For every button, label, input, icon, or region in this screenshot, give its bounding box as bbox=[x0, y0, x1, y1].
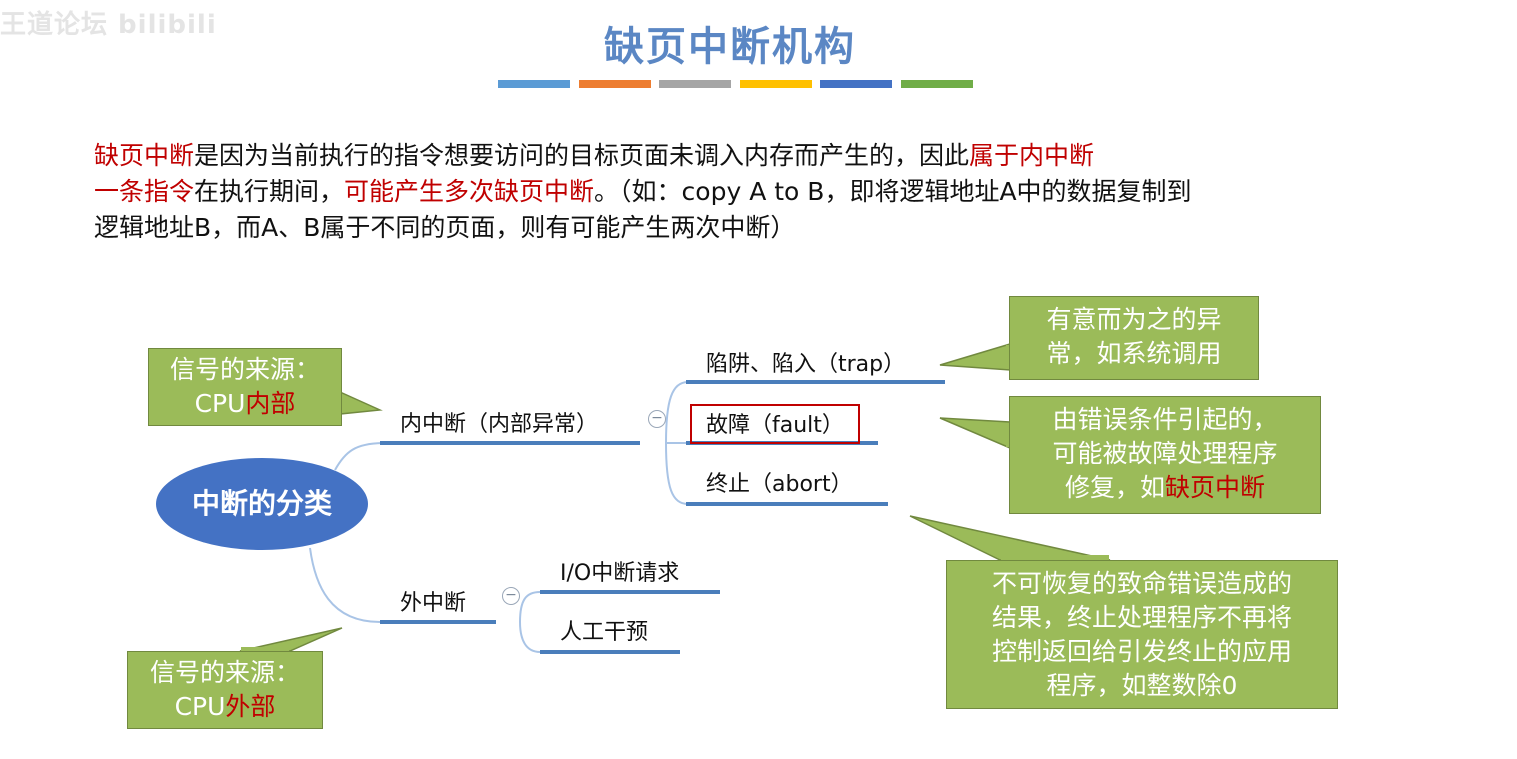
internal-interrupt-node[interactable]: 内中断（内部异常） bbox=[400, 412, 599, 437]
collapse-external-icon[interactable]: − bbox=[502, 587, 520, 605]
title-color-bar bbox=[578, 80, 651, 88]
paragraph-line-1: 缺页中断是因为当前执行的指令想要访问的目标页面未调入内存而产生的，因此属于内中断 bbox=[94, 138, 1444, 174]
paragraph-line-3: 逻辑地址B，而A、B属于不同的页面，则有可能产生两次中断） bbox=[94, 210, 1444, 246]
paragraph-run: 一条指令 bbox=[94, 177, 195, 206]
title-color-bar bbox=[498, 80, 570, 88]
paragraph-run: 。（如：copy A to B，即将逻辑地址A中的数据复制到 bbox=[594, 177, 1192, 206]
paragraph-run: 属于内中断 bbox=[969, 141, 1095, 170]
root-node[interactable]: 中断的分类 bbox=[156, 458, 368, 550]
collapse-internal-icon[interactable]: − bbox=[648, 410, 666, 428]
fault-node[interactable]: 故障（fault） bbox=[690, 404, 860, 444]
paragraph-run: 逻辑地址B，而A、B属于不同的页面，则有可能产生两次中断） bbox=[94, 213, 796, 242]
abort-callout: 不可恢复的致命错误造成的 结果，终止处理程序不再将 控制返回给引发终止的应用 程… bbox=[946, 560, 1338, 709]
io-interrupt-node[interactable]: I/O中断请求 bbox=[560, 561, 680, 586]
paragraph-run: 是因为当前执行的指令想要访问的目标页面未调入内存而产生的，因此 bbox=[194, 141, 970, 170]
paragraph-run: 可能产生多次缺页中断 bbox=[344, 177, 595, 206]
external-interrupt-node[interactable]: 外中断 bbox=[400, 591, 467, 616]
trap-callout: 有意而为之的异 常，如系统调用 bbox=[1009, 296, 1259, 380]
internal-source-callout: 信号的来源： CPU内部 bbox=[148, 348, 342, 426]
title-color-bar bbox=[659, 80, 731, 88]
paragraph-run: 在执行期间， bbox=[194, 177, 345, 206]
paragraph-run: 缺页中断 bbox=[94, 141, 195, 170]
slide-title: 缺页中断机构 bbox=[604, 24, 856, 70]
description-paragraph: 缺页中断是因为当前执行的指令想要访问的目标页面未调入内存而产生的，因此属于内中断… bbox=[94, 138, 1444, 246]
watermark: 王道论坛 bilibili bbox=[0, 10, 217, 40]
manual-intervention-node[interactable]: 人工干预 bbox=[560, 620, 649, 645]
title-color-bar bbox=[739, 80, 812, 88]
external-source-callout: 信号的来源： CPU外部 bbox=[127, 651, 323, 729]
fault-callout: 由错误条件引起的， 可能被故障处理程序 修复，如缺页中断 bbox=[1009, 396, 1321, 514]
paragraph-line-2: 一条指令在执行期间，可能产生多次缺页中断。（如：copy A to B，即将逻辑… bbox=[94, 174, 1444, 210]
abort-node[interactable]: 终止（abort） bbox=[706, 472, 853, 497]
trap-node[interactable]: 陷阱、陷入（trap） bbox=[706, 352, 906, 377]
title-color-bar bbox=[820, 80, 892, 88]
title-color-bar bbox=[900, 80, 973, 88]
